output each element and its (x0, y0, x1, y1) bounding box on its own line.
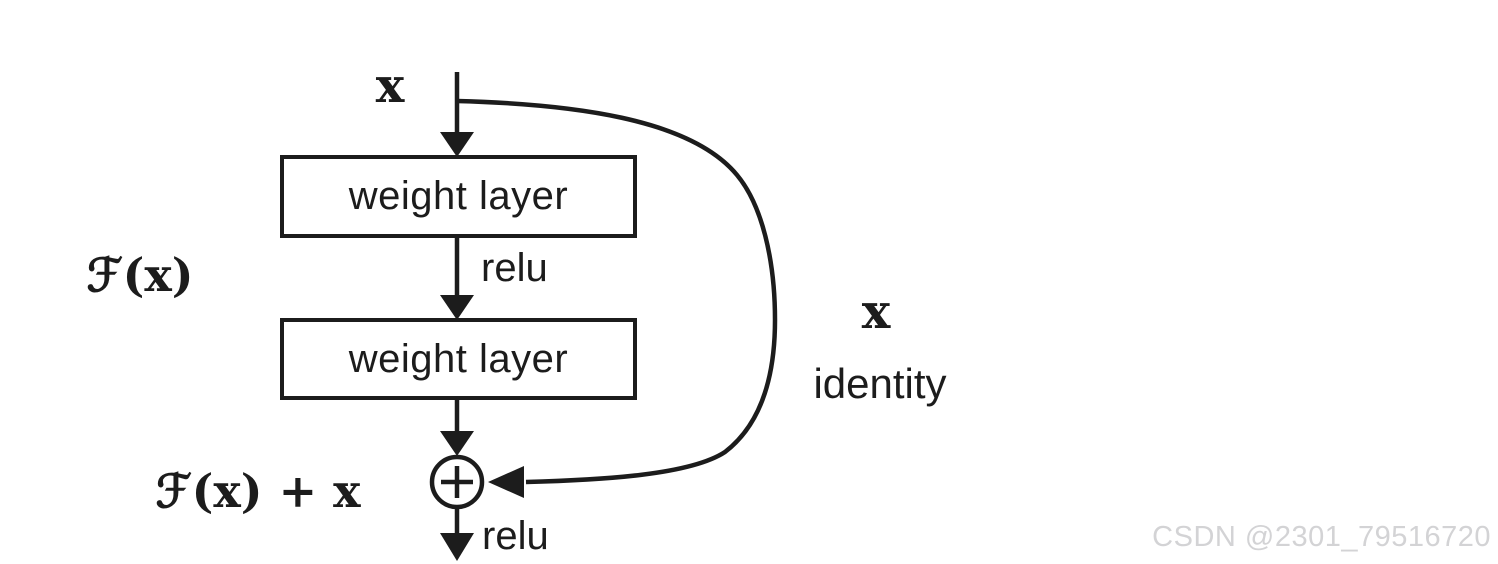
weight-layer-2-label: weight layer (348, 336, 569, 381)
weight-layer-1-label: weight layer (348, 174, 569, 218)
to-add-arrowhead (440, 431, 474, 456)
relu-label-2: relu (482, 514, 549, 558)
input-arrowhead (440, 132, 474, 157)
skip-arrowhead (488, 466, 524, 498)
identity-x-label: x (861, 284, 891, 340)
input-x-label: x (375, 58, 405, 114)
identity-label: identity (813, 360, 947, 407)
relu-label-1: relu (481, 246, 548, 290)
csdn-watermark: CSDN @2301_79516720 (1152, 521, 1491, 553)
add-node-icon (429, 454, 485, 510)
weight-layer-box-2: weight layer (280, 318, 637, 400)
output-arrowhead (440, 533, 474, 561)
sum-label: ℱ(x) + x (155, 464, 361, 518)
mid-arrowhead (440, 295, 474, 320)
weight-layer-box-1: weight layer (280, 155, 637, 238)
residual-function-label: ℱ(x) (86, 248, 194, 302)
skip-connection-curve (456, 98, 778, 485)
